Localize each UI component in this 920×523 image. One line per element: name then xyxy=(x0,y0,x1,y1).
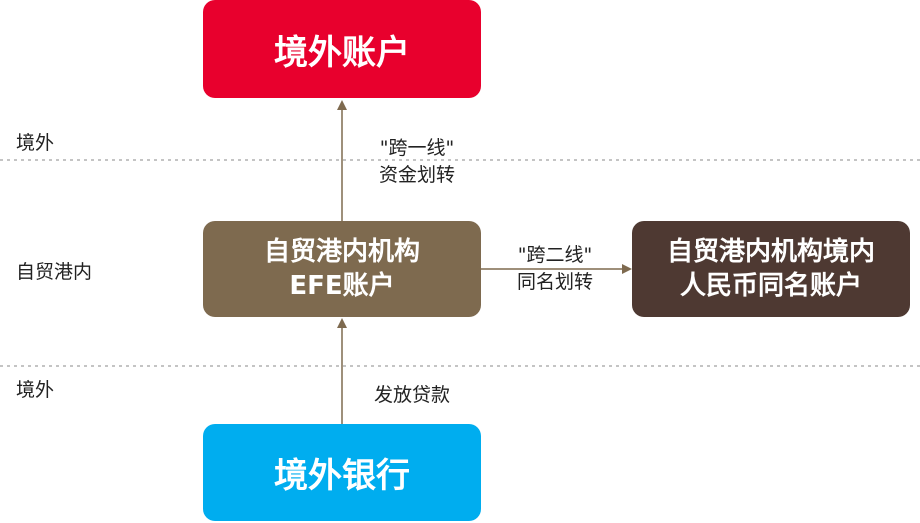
ftz-efe-account-line1: 自贸港内机构 xyxy=(263,237,420,267)
offshore-bank-box: 境外银行 xyxy=(203,424,481,521)
offshore-bank-label: 境外银行 xyxy=(274,456,410,496)
offshore-account-box: 境外账户 xyxy=(203,0,481,98)
flow-note-cross-second-line: "跨二线" 同名划转 xyxy=(500,242,610,296)
onshore-rmb-account-line1: 自贸港内机构境内 xyxy=(666,237,875,267)
zone-label-lower-offshore: 境外 xyxy=(16,379,55,401)
flow-note-loan-issuance: 发放贷款 xyxy=(373,384,450,406)
zone-label-ftz: 自贸港内 xyxy=(16,261,93,283)
onshore-rmb-account-line2: 人民币同名账户 xyxy=(679,271,862,301)
zone-label-upper-offshore: 境外 xyxy=(16,132,55,154)
flow-note-cross-second-line-2: 同名划转 xyxy=(516,271,593,293)
onshore-rmb-account-box: 自贸港内机构境内 人民币同名账户 xyxy=(632,221,910,317)
flow-note-cross-first-line-2: 资金划转 xyxy=(378,164,455,186)
ftz-efe-account-box: 自贸港内机构 EFE账户 xyxy=(203,221,481,317)
flow-note-cross-second-line-1: "跨二线" xyxy=(517,244,593,266)
flow-note-cross-first-line: "跨一线" 资金划转 xyxy=(362,135,472,189)
flow-note-cross-first-line-1: "跨一线" xyxy=(379,137,455,159)
offshore-account-label: 境外账户 xyxy=(274,32,410,73)
ftz-efe-account-line2: EFE账户 xyxy=(289,271,395,301)
